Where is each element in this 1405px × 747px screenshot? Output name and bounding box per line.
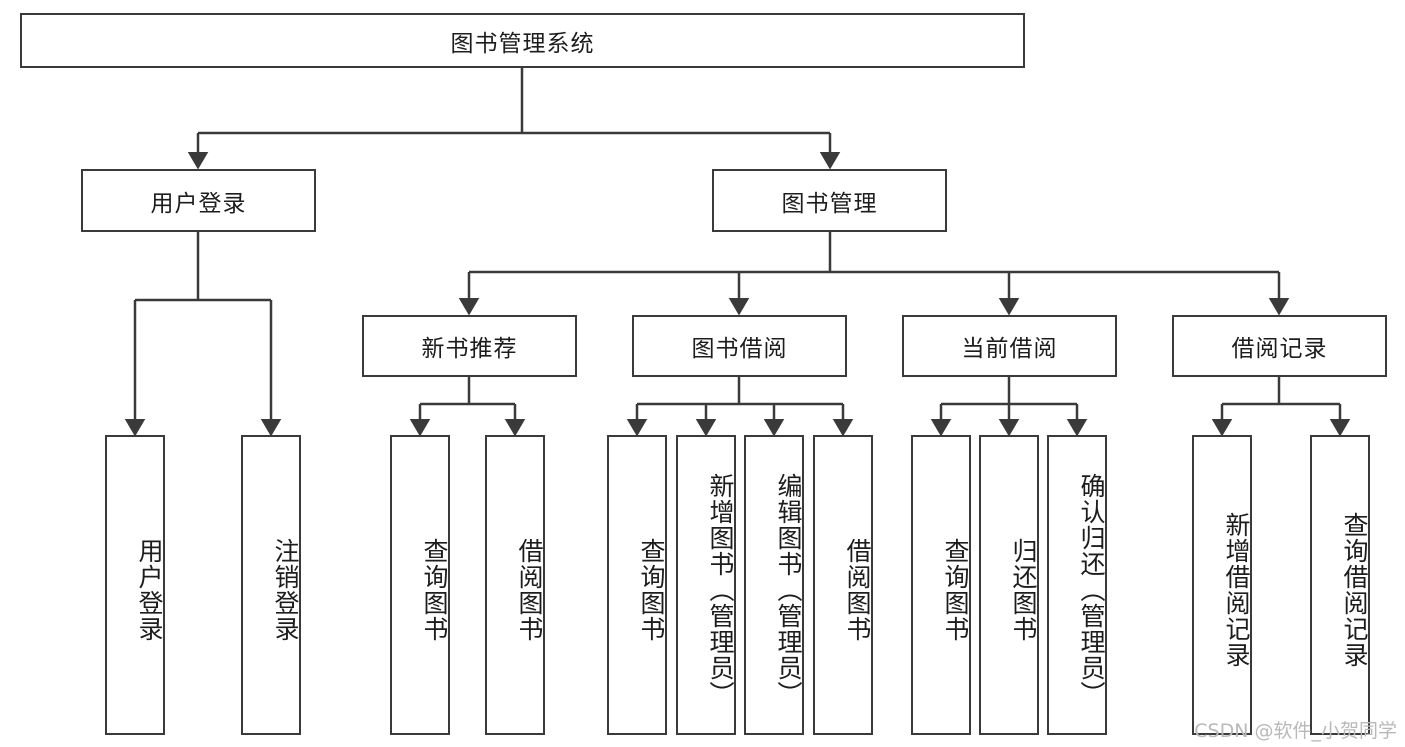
leaf-new-book-borrow[interactable]: 借阅图书 (485, 435, 545, 735)
node-label: 借阅图书 (843, 538, 872, 642)
node-label: 新增图书（管理员） (706, 473, 735, 707)
leaf-borrow-record-add[interactable]: 新增借阅记录 (1192, 435, 1252, 735)
node-label: 确认归还（管理员） (1077, 473, 1106, 707)
node-new-book-recommend[interactable]: 新书推荐 (362, 315, 577, 377)
node-label: 查询图书 (637, 538, 666, 642)
leaf-user-login-logout[interactable]: 注销登录 (241, 435, 301, 735)
node-label: 注销登录 (271, 538, 300, 642)
node-label: 编辑图书（管理员） (774, 473, 803, 707)
node-label: 查询图书 (420, 538, 449, 642)
node-label: 查询借阅记录 (1340, 512, 1369, 668)
leaf-book-borrow-edit-admin[interactable]: 编辑图书（管理员） (744, 435, 804, 735)
node-label: 当前借阅 (961, 336, 1058, 362)
leaf-book-borrow-borrow[interactable]: 借阅图书 (813, 435, 873, 735)
node-root-book-management-system[interactable]: 图书管理系统 (20, 13, 1025, 68)
node-label: 借阅图书 (515, 538, 544, 642)
node-label: 新增借阅记录 (1222, 512, 1251, 668)
node-user-login[interactable]: 用户登录 (81, 169, 316, 232)
leaf-book-borrow-add-admin[interactable]: 新增图书（管理员） (676, 435, 736, 735)
node-label: 新书推荐 (421, 336, 518, 362)
node-current-borrow[interactable]: 当前借阅 (902, 315, 1117, 377)
node-label: 借阅记录 (1231, 336, 1328, 362)
leaf-current-borrow-return[interactable]: 归还图书 (979, 435, 1039, 735)
leaf-current-borrow-confirm-admin[interactable]: 确认归还（管理员） (1047, 435, 1107, 735)
node-label: 用户登录 (150, 190, 247, 217)
leaf-current-borrow-query[interactable]: 查询图书 (911, 435, 971, 735)
csdn-watermark: CSDN @软件_小贺同学 (1194, 720, 1397, 742)
leaf-user-login-login[interactable]: 用户登录 (105, 435, 165, 735)
node-label: 图书管理系统 (450, 30, 595, 57)
node-label: 归还图书 (1009, 538, 1038, 642)
leaf-book-borrow-query[interactable]: 查询图书 (607, 435, 667, 735)
node-borrow-record[interactable]: 借阅记录 (1172, 315, 1387, 377)
leaf-borrow-record-query[interactable]: 查询借阅记录 (1310, 435, 1370, 735)
node-label: 查询图书 (941, 538, 970, 642)
node-book-borrow[interactable]: 图书借阅 (632, 315, 847, 377)
node-label: 图书借阅 (691, 336, 788, 362)
node-book-management[interactable]: 图书管理 (712, 169, 947, 232)
leaf-new-book-query[interactable]: 查询图书 (390, 435, 450, 735)
node-label: 图书管理 (781, 190, 878, 217)
node-label: 用户登录 (135, 538, 164, 642)
